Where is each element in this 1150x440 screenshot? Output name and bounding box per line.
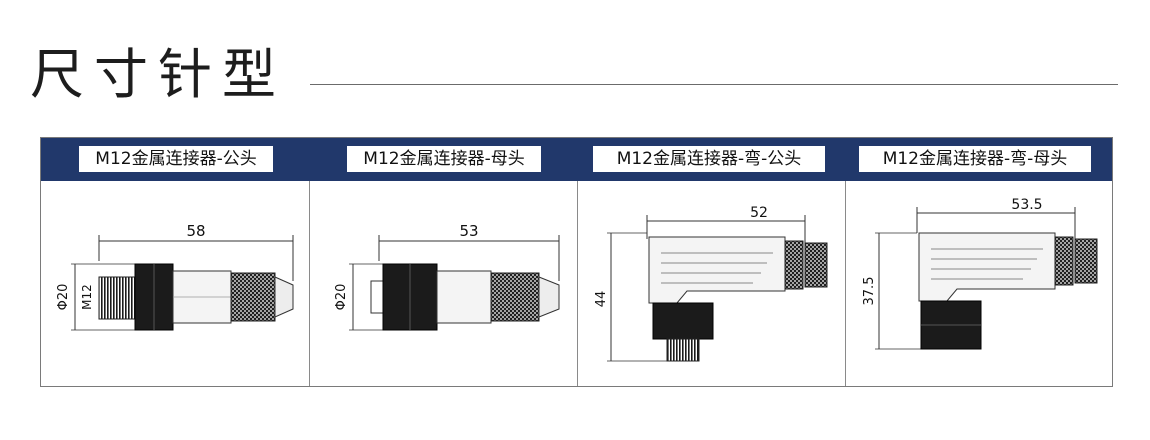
length-label: 53: [459, 222, 478, 240]
diameter-label: Φ20: [334, 284, 349, 311]
drawing-female-straight: 53 Φ20: [334, 222, 560, 331]
drawing-male-straight: 58 Φ20 M12: [56, 222, 294, 331]
column-header-female-straight: M12金属连接器-母头: [347, 146, 541, 172]
drawing-female-angled: 53.5 37.5: [862, 197, 1098, 350]
length-label: 58: [186, 222, 205, 240]
height-label: 44: [594, 291, 609, 308]
column-header-male-angled: M12金属连接器-弯-公头: [593, 146, 825, 172]
title-divider: [310, 84, 1118, 85]
length-label: 53.5: [1011, 197, 1042, 213]
connector-dimension-table: M12金属连接器-公头 M12金属连接器-母头 M12金属连接器-弯-公头 M1…: [40, 137, 1113, 387]
column-divider: [577, 181, 578, 386]
column-divider: [845, 181, 846, 386]
thread-label: M12: [80, 284, 94, 310]
column-header-male-straight: M12金属连接器-公头: [79, 146, 273, 172]
height-label: 37.5: [862, 277, 877, 306]
column-divider: [309, 181, 310, 386]
diameter-label: Φ20: [56, 284, 71, 311]
column-header-female-angled: M12金属连接器-弯-母头: [859, 146, 1091, 172]
length-label: 52: [750, 205, 768, 221]
drawing-male-angled: 52 44: [594, 205, 828, 362]
page-title: 尺寸针型: [30, 43, 286, 106]
